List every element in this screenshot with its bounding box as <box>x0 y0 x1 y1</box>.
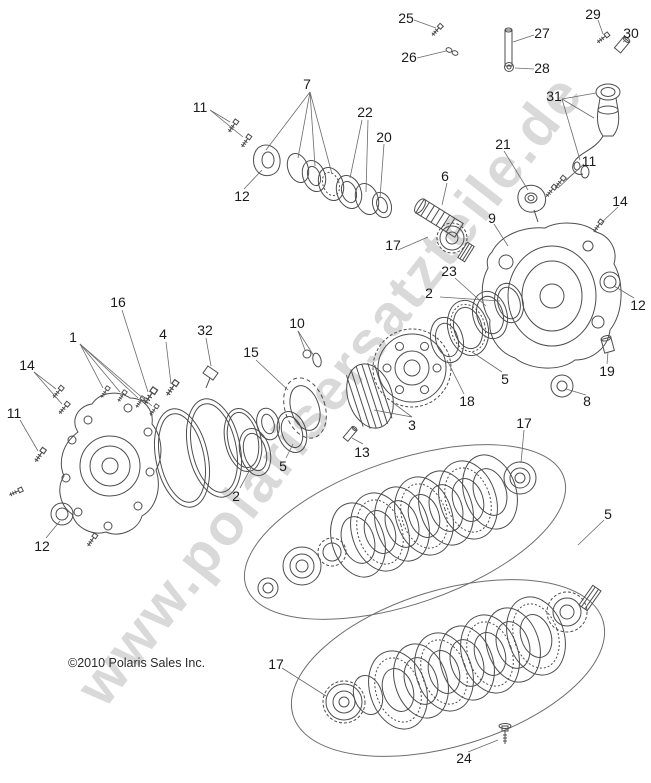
part-number-label: 1 <box>69 329 77 345</box>
left-cover-assembly <box>8 365 263 548</box>
part-number-label: 12 <box>630 297 646 313</box>
part-number-label: 24 <box>456 750 472 766</box>
part-number-label: 12 <box>234 188 250 204</box>
copyright-notice: ©2010 Polaris Sales Inc. <box>68 656 206 670</box>
upper-ring-stack <box>226 118 393 219</box>
part-number-label: 7 <box>303 76 311 92</box>
part-number-label: 26 <box>401 49 417 65</box>
part-number-label: 4 <box>159 326 167 342</box>
part-number-label: 8 <box>583 393 591 409</box>
clutch-pack-lower <box>290 579 606 757</box>
clutch-pack-upper <box>243 444 567 620</box>
part-number-label: 23 <box>441 263 457 279</box>
part-number-label: 21 <box>495 136 511 152</box>
part-number-label: 5 <box>501 371 509 387</box>
part-number-label: 15 <box>243 344 259 360</box>
input-shaft <box>414 198 475 263</box>
part-number-label: 11 <box>581 153 597 169</box>
part-number-label: 2 <box>232 488 240 504</box>
part-number-label: 2 <box>425 285 433 301</box>
part-number-label: 11 <box>192 99 208 115</box>
part-number-label: 17 <box>268 656 284 672</box>
part-number-label: 5 <box>604 506 612 522</box>
top-hardware <box>430 22 631 72</box>
part-number-label: 31 <box>546 88 562 104</box>
part-number-label: 17 <box>385 237 401 253</box>
part-number-label: 3 <box>408 417 416 433</box>
fill-cap-assembly <box>572 83 621 179</box>
part-number-label: 14 <box>612 193 628 209</box>
part-number-label: 5 <box>279 458 287 474</box>
part-number-label: 28 <box>534 60 550 76</box>
part-number-label: 29 <box>585 6 601 22</box>
part-number-label: 19 <box>599 363 615 379</box>
part-number-label: 6 <box>441 168 449 184</box>
leader-lines <box>19 19 635 753</box>
part-number-label: 20 <box>376 129 392 145</box>
part-number-label: 12 <box>34 538 50 554</box>
part-number-label: 14 <box>19 357 35 373</box>
part-number-label: 13 <box>354 444 370 460</box>
part-number-label: 17 <box>516 415 532 431</box>
part-number-label: 11 <box>6 405 22 421</box>
part-number-label: 25 <box>398 10 414 26</box>
part-number-label: 22 <box>357 104 373 120</box>
part-number-label: 16 <box>110 294 126 310</box>
center-gear-train <box>238 282 524 477</box>
part-number-label: 32 <box>197 322 213 338</box>
part-number-label: 30 <box>623 25 639 41</box>
part-number-label: 9 <box>488 210 496 226</box>
part-number-label: 18 <box>459 393 475 409</box>
part-number-label: 27 <box>534 25 550 41</box>
part-number-label: 10 <box>289 315 305 331</box>
